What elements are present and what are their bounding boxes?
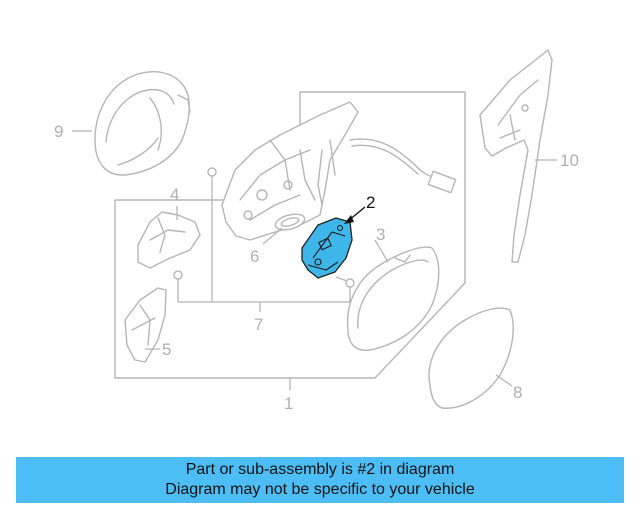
- bolt-right: [335, 276, 355, 302]
- bolt-upper: [207, 167, 217, 200]
- leader-7: [178, 200, 350, 312]
- callout-10[interactable]: 10: [560, 151, 579, 170]
- part-8-mirror-glass[interactable]: [428, 307, 514, 409]
- callout-4[interactable]: 4: [170, 185, 179, 204]
- callout-2[interactable]: 2: [366, 193, 375, 212]
- part-10-mirror-base-trim[interactable]: [479, 49, 553, 263]
- part-mirror-housing-mechanism[interactable]: [221, 101, 359, 241]
- leader-2-arrowhead: [344, 215, 354, 224]
- info-banner: Part or sub-assembly is #2 in diagram Di…: [16, 457, 624, 503]
- wiring-harness: [349, 138, 457, 194]
- banner-line-1: Part or sub-assembly is #2 in diagram: [185, 461, 455, 478]
- callout-8[interactable]: 8: [513, 383, 522, 402]
- parts-diagram: 9 4 5 7: [54, 49, 579, 413]
- part-3-glass-holder[interactable]: [346, 246, 440, 351]
- leader-6: [262, 227, 283, 245]
- callout-3[interactable]: 3: [376, 225, 385, 244]
- callout-6[interactable]: 6: [250, 247, 259, 266]
- part-9-mirror-cap[interactable]: [94, 71, 191, 176]
- part-5-lower-cover[interactable]: [124, 287, 167, 363]
- bolt-lower: [173, 270, 183, 302]
- callout-5[interactable]: 5: [162, 340, 171, 359]
- banner-line-2: Diagram may not be specific to your vehi…: [165, 481, 475, 498]
- leader-8: [495, 374, 513, 387]
- leader-3: [374, 239, 389, 263]
- callout-1[interactable]: 1: [284, 394, 293, 413]
- part-2-mirror-motor[interactable]: [301, 217, 353, 279]
- callout-7[interactable]: 7: [254, 315, 263, 334]
- callout-9[interactable]: 9: [54, 122, 63, 141]
- part-4-upper-cover[interactable]: [137, 211, 201, 269]
- part-6-gasket[interactable]: [274, 211, 307, 232]
